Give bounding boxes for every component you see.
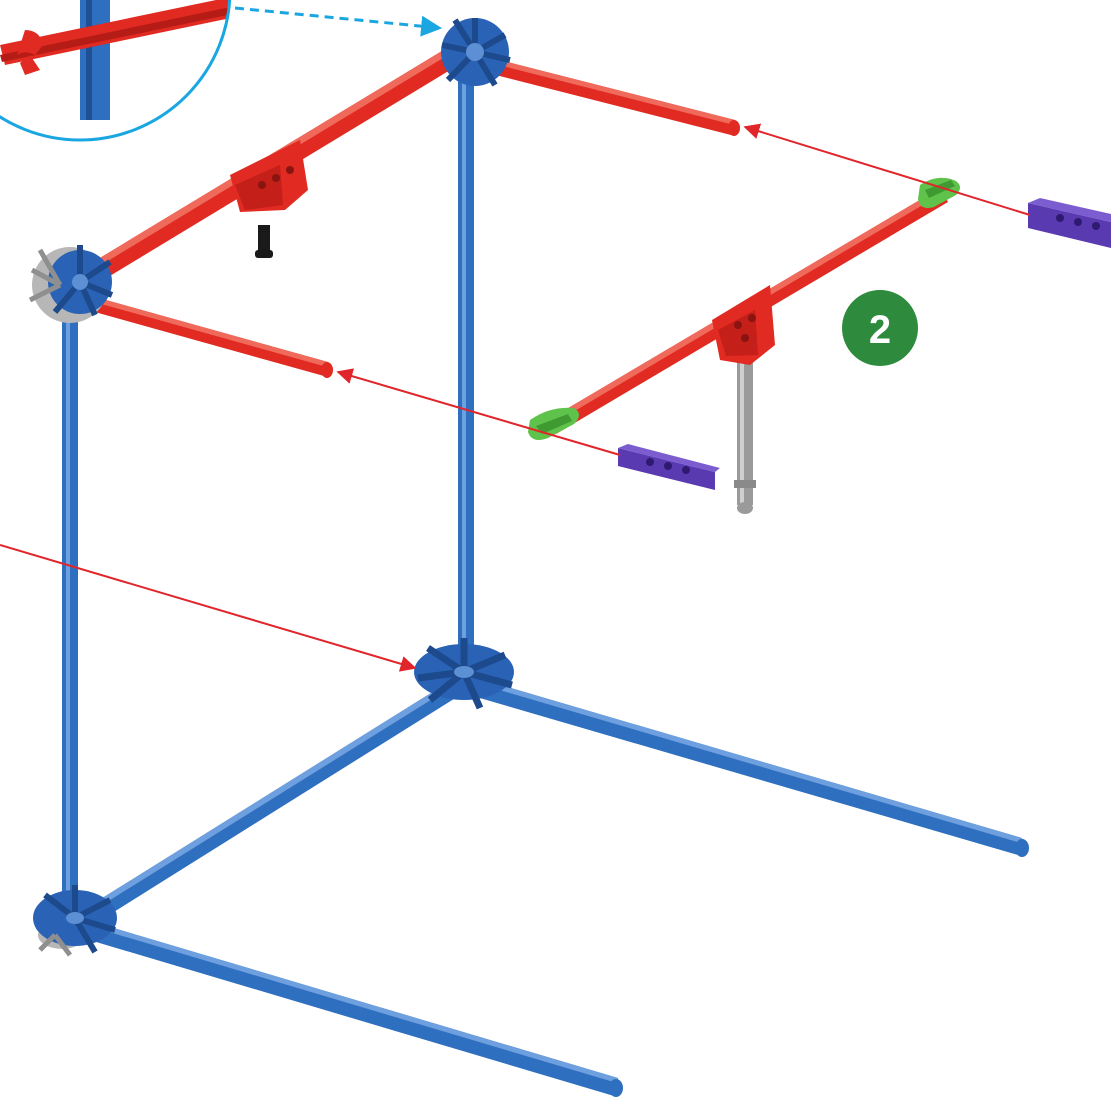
detail-pointer-arrow <box>235 8 440 28</box>
red-connector-front <box>712 285 775 514</box>
red-top-rods <box>80 40 948 434</box>
detail-inset <box>0 0 245 140</box>
bottom-left-connector <box>33 885 117 955</box>
purple-piece-right <box>1028 198 1111 248</box>
bottom-diagonal-rod <box>75 678 465 930</box>
purple-piece-left <box>618 444 720 490</box>
red-connector-back <box>230 140 308 258</box>
assembly-arrows <box>0 127 1030 668</box>
arrow-to-back-rod <box>745 127 1030 215</box>
step-badge: 2 <box>842 290 918 366</box>
step-number: 2 <box>869 308 891 352</box>
